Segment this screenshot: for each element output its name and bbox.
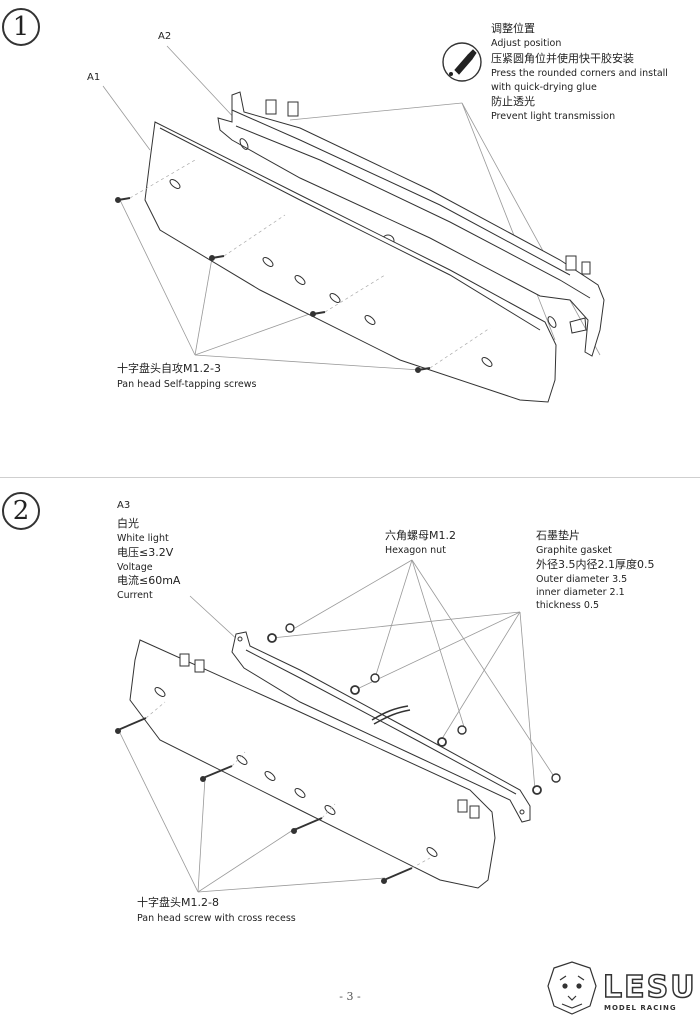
- step2-nuts-gaskets: [267, 623, 561, 795]
- step-1-number: 1: [2, 8, 40, 46]
- prevent-light-cn: 防止透光: [491, 95, 535, 108]
- part-a1-lens: [144, 121, 557, 403]
- step1-screw-en: Pan head Self-tapping screws: [117, 379, 257, 390]
- step2-screws: [115, 717, 413, 884]
- current-en: Current: [117, 590, 153, 601]
- brand-logo-sub: MODEL RACING: [604, 1004, 677, 1012]
- step2-screw-en: Pan head screw with cross recess: [137, 913, 296, 924]
- part-label-a3: A3: [117, 500, 131, 511]
- step1-screw-cn: 十字盘头自攻M1.2-3: [117, 362, 221, 375]
- brand-logo-word: LESU: [602, 969, 697, 1006]
- thickness-en: thickness 0.5: [536, 600, 600, 611]
- page-number: - 3 -: [339, 990, 361, 1003]
- adjust-position-en: Adjust position: [491, 38, 562, 49]
- step2-screw-cn: 十字盘头M1.2-8: [137, 896, 219, 909]
- step2-leader-lines: [119, 559, 556, 893]
- step2-screw-paths: [145, 701, 431, 869]
- part-label-a1: A1: [87, 72, 101, 83]
- part-a3-light-bar: [231, 631, 531, 823]
- press-corners-en-2: with quick-drying glue: [491, 82, 597, 93]
- part-label-a2: A2: [158, 31, 172, 42]
- step2-lens: [129, 639, 496, 889]
- outer-diameter-en: Outer diameter 3.5: [536, 574, 628, 585]
- step1-screw-paths: [129, 159, 491, 369]
- adjust-position-cn: 调整位置: [491, 22, 535, 35]
- prevent-light-en: Prevent light transmission: [491, 111, 616, 122]
- glue-bottle-icon: [442, 42, 482, 82]
- voltage-cn: 电压≤3.2V: [117, 546, 174, 559]
- voltage-en: Voltage: [117, 562, 153, 573]
- step1-leader-lines: [102, 45, 601, 371]
- inner-diameter-en: inner diameter 2.1: [536, 587, 625, 598]
- current-cn: 电流≤60mA: [117, 574, 181, 587]
- press-corners-en-1: Press the rounded corners and install: [491, 68, 668, 79]
- hex-nut-en: Hexagon nut: [385, 545, 446, 556]
- gasket-en: Graphite gasket: [536, 545, 612, 556]
- press-corners-cn: 压紧圆角位并使用快干胶安装: [491, 52, 634, 65]
- white-light-en: White light: [117, 533, 169, 544]
- step-2-number: 2: [2, 492, 40, 530]
- lion-logo-icon: [547, 961, 597, 1015]
- hex-nut-cn: 六角螺母M1.2: [385, 529, 456, 542]
- step1-screws: [115, 197, 431, 373]
- gasket-cn: 石墨垫片: [536, 529, 580, 542]
- step-separator: [0, 477, 700, 478]
- gasket-dims-cn: 外径3.5内径2.1厚度0.5: [536, 558, 655, 571]
- white-light-cn: 白光: [117, 517, 139, 530]
